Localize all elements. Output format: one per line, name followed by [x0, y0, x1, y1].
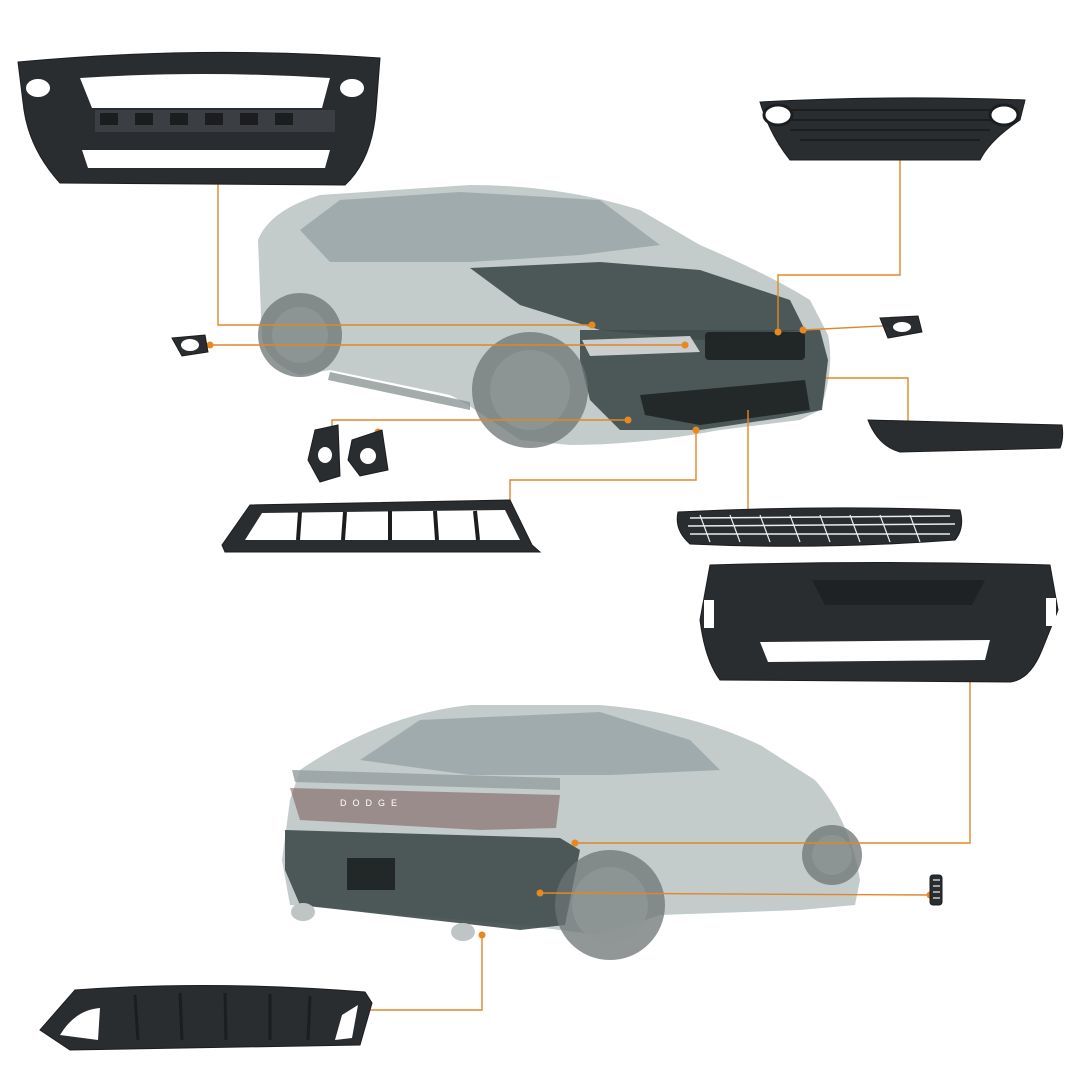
trunk-lettering: DODGE	[340, 798, 403, 808]
rear-car-image: DODGE	[282, 705, 862, 960]
rear-diffuser	[39, 984, 373, 1051]
right-headlight-bezel	[879, 315, 923, 339]
rear-side-marker-grille	[929, 874, 943, 906]
lower-grille-frame	[221, 499, 542, 553]
upper-grille	[759, 97, 1026, 161]
front-lip-spoiler	[867, 419, 1064, 453]
rear-bumper-cover	[699, 562, 1059, 683]
front-bumper-cover	[17, 51, 381, 186]
front-car-image	[258, 185, 831, 448]
left-headlight-bezel	[171, 334, 209, 357]
fog-light-bezels	[307, 424, 389, 483]
upper-grille-mesh	[785, 109, 995, 141]
lower-mesh-grille	[676, 507, 963, 547]
